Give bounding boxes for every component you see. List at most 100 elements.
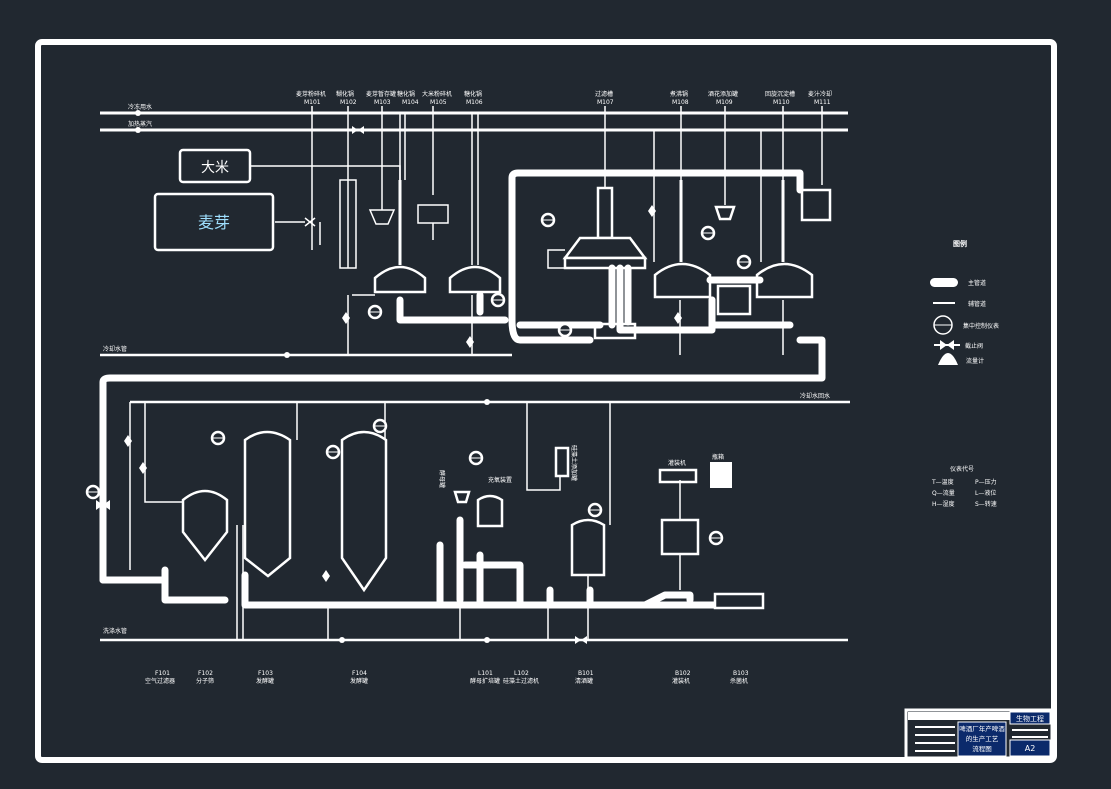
svg-text:M107: M107	[597, 99, 614, 106]
instrument-icon	[540, 212, 556, 228]
svg-text:L102: L102	[514, 670, 529, 677]
instrument-icon	[700, 225, 716, 241]
fermenter-1	[243, 430, 292, 578]
svg-text:灌装机: 灌装机	[672, 677, 690, 685]
valves	[96, 126, 682, 644]
svg-text:麦芽粉碎机: 麦芽粉碎机	[296, 90, 326, 98]
instrument-icon	[325, 444, 341, 460]
svg-text:发酵罐: 发酵罐	[350, 677, 368, 685]
svg-text:分子筛: 分子筛	[196, 677, 214, 685]
svg-text:B102: B102	[675, 670, 691, 677]
svg-text:M103: M103	[374, 99, 391, 106]
yeast-propagation-tank	[181, 489, 229, 563]
svg-text:仪表代号: 仪表代号	[950, 465, 974, 473]
instrument-icon	[736, 254, 752, 270]
instrument-icon	[587, 502, 603, 518]
svg-text:M101: M101	[304, 99, 321, 106]
svg-text:酵母扩培罐: 酵母扩培罐	[470, 677, 500, 685]
svg-text:F103: F103	[258, 670, 273, 677]
svg-text:大米: 大米	[201, 160, 229, 176]
rice-bin: 大米	[178, 148, 252, 184]
svg-text:M106: M106	[466, 99, 483, 106]
svg-text:糖化锅: 糖化锅	[397, 90, 415, 98]
lower-thin-pipes	[129, 402, 681, 640]
svg-text:集中控制仪表: 集中控制仪表	[963, 322, 999, 330]
svg-text:F102: F102	[198, 670, 213, 677]
svg-text:Q—流量: Q—流量	[932, 489, 955, 497]
svg-text:过滤槽: 过滤槽	[595, 90, 613, 98]
instrument-codes: 仪表代号 T—温度 Q—流量 H—湿度 P—压力 L—液位 S—转速	[931, 465, 997, 508]
instrument-icon	[85, 484, 101, 500]
svg-text:M104: M104	[402, 99, 419, 106]
cooker-1	[373, 180, 427, 294]
svg-text:麦芽: 麦芽	[198, 213, 230, 232]
svg-text:F104: F104	[352, 670, 367, 677]
aeration-label: 充氧装置	[488, 476, 512, 484]
instrument-icon	[372, 418, 388, 434]
svg-text:回旋沉淀槽: 回旋沉淀槽	[765, 90, 795, 98]
instrument-icon	[210, 430, 226, 446]
whirlpool	[755, 180, 814, 299]
crate-label: 瓶箱	[712, 453, 724, 461]
svg-text:辅管道: 辅管道	[968, 300, 986, 308]
valve-symbol	[934, 340, 960, 350]
cooling-water-label: 冷却水管	[103, 345, 127, 353]
hop-doser	[714, 205, 736, 221]
svg-text:啤酒厂年产啤酒: 啤酒厂年产啤酒	[959, 724, 1005, 733]
svg-text:流量计: 流量计	[966, 357, 984, 365]
wash-water-label: 洗涤水管	[103, 627, 127, 635]
wort-kettle	[653, 180, 712, 299]
svg-text:M108: M108	[672, 99, 689, 106]
svg-text:M102: M102	[340, 99, 357, 106]
utility-lines: 冷冻用水 加热蒸汽 冷却水管 冷却水回水 洗涤水管	[100, 103, 850, 643]
svg-text:糖化锅: 糖化锅	[464, 90, 482, 98]
mash-tun	[448, 265, 502, 294]
cooling-return-label: 冷却水回水	[800, 392, 830, 400]
svg-text:M110: M110	[773, 99, 790, 106]
svg-text:麦汁冷却: 麦汁冷却	[808, 90, 832, 98]
svg-text:清酒罐: 清酒罐	[575, 677, 593, 685]
lauter-tun	[562, 186, 648, 270]
yeast-tank	[453, 490, 504, 528]
filter-aid-label: 硅藻土添加罐	[570, 445, 578, 481]
svg-text:L—液位: L—液位	[975, 489, 996, 497]
filter-aid-tank	[554, 446, 570, 478]
svg-text:截止阀: 截止阀	[965, 342, 983, 350]
flowmeter-symbol	[938, 353, 958, 365]
instrument-symbol	[933, 315, 953, 335]
svg-text:发酵罐: 发酵罐	[256, 677, 274, 685]
svg-text:H—湿度: H—湿度	[932, 500, 955, 508]
legend-title: 图例	[953, 239, 967, 248]
svg-text:的生产工艺: 的生产工艺	[966, 734, 999, 743]
drawing-frame	[35, 39, 1057, 763]
fermenter-2	[340, 430, 388, 593]
yeast-label: 酵母罐	[438, 470, 446, 488]
malt-bin: 麦芽	[153, 192, 275, 252]
svg-text:T—温度: T—温度	[931, 478, 954, 486]
instrument-icon	[557, 322, 573, 338]
svg-text:L101: L101	[478, 670, 493, 677]
svg-text:煮沸锅: 煮沸锅	[670, 90, 688, 98]
svg-text:主管道: 主管道	[968, 279, 986, 287]
svg-text:B103: B103	[733, 670, 749, 677]
svg-text:大米粉碎机: 大米粉碎机	[422, 90, 452, 98]
bright-beer-tank	[570, 518, 606, 577]
